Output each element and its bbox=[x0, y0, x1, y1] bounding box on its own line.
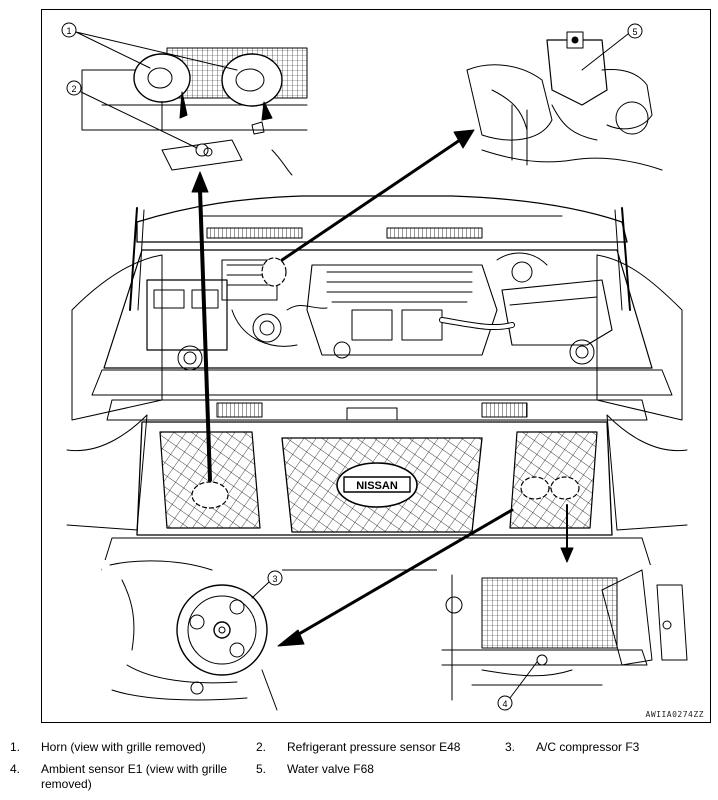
legend-number: 1. bbox=[10, 740, 21, 754]
legend-text: A/C compressor F3 bbox=[536, 740, 640, 754]
inset-horn: 1 2 bbox=[42, 10, 312, 180]
legend-text: Ambient sensor E1 (view with grille remo… bbox=[41, 762, 228, 791]
inset-water-valve: 5 bbox=[462, 23, 682, 180]
vehicle-front-view: NISSAN bbox=[66, 195, 688, 571]
figure-code: AWIIA0274ZZ bbox=[645, 710, 704, 719]
legend-text: Water valve F68 bbox=[287, 762, 374, 776]
inset-ac-compressor: 3 bbox=[102, 560, 283, 711]
legend-number: 4. bbox=[10, 762, 21, 776]
callout-3: 3 bbox=[272, 574, 277, 584]
callout-2: 2 bbox=[71, 84, 76, 94]
engine-bay-illustration: NISSAN bbox=[42, 10, 692, 711]
inset-ambient-sensor: 4 bbox=[437, 565, 692, 711]
legend-text: Refrigerant pressure sensor E48 bbox=[287, 740, 461, 754]
callout-5: 5 bbox=[632, 27, 637, 37]
legend-text: Horn (view with grille removed) bbox=[41, 740, 206, 754]
legend-number: 5. bbox=[256, 762, 267, 776]
legend-number: 3. bbox=[505, 740, 516, 754]
callout-4: 4 bbox=[502, 699, 507, 709]
component-location-figure: NISSAN bbox=[41, 9, 711, 723]
callout-1: 1 bbox=[66, 26, 71, 36]
brand-badge-text: NISSAN bbox=[356, 480, 398, 492]
pointer-arrows bbox=[191, 129, 574, 647]
legend-number: 2. bbox=[256, 740, 267, 754]
